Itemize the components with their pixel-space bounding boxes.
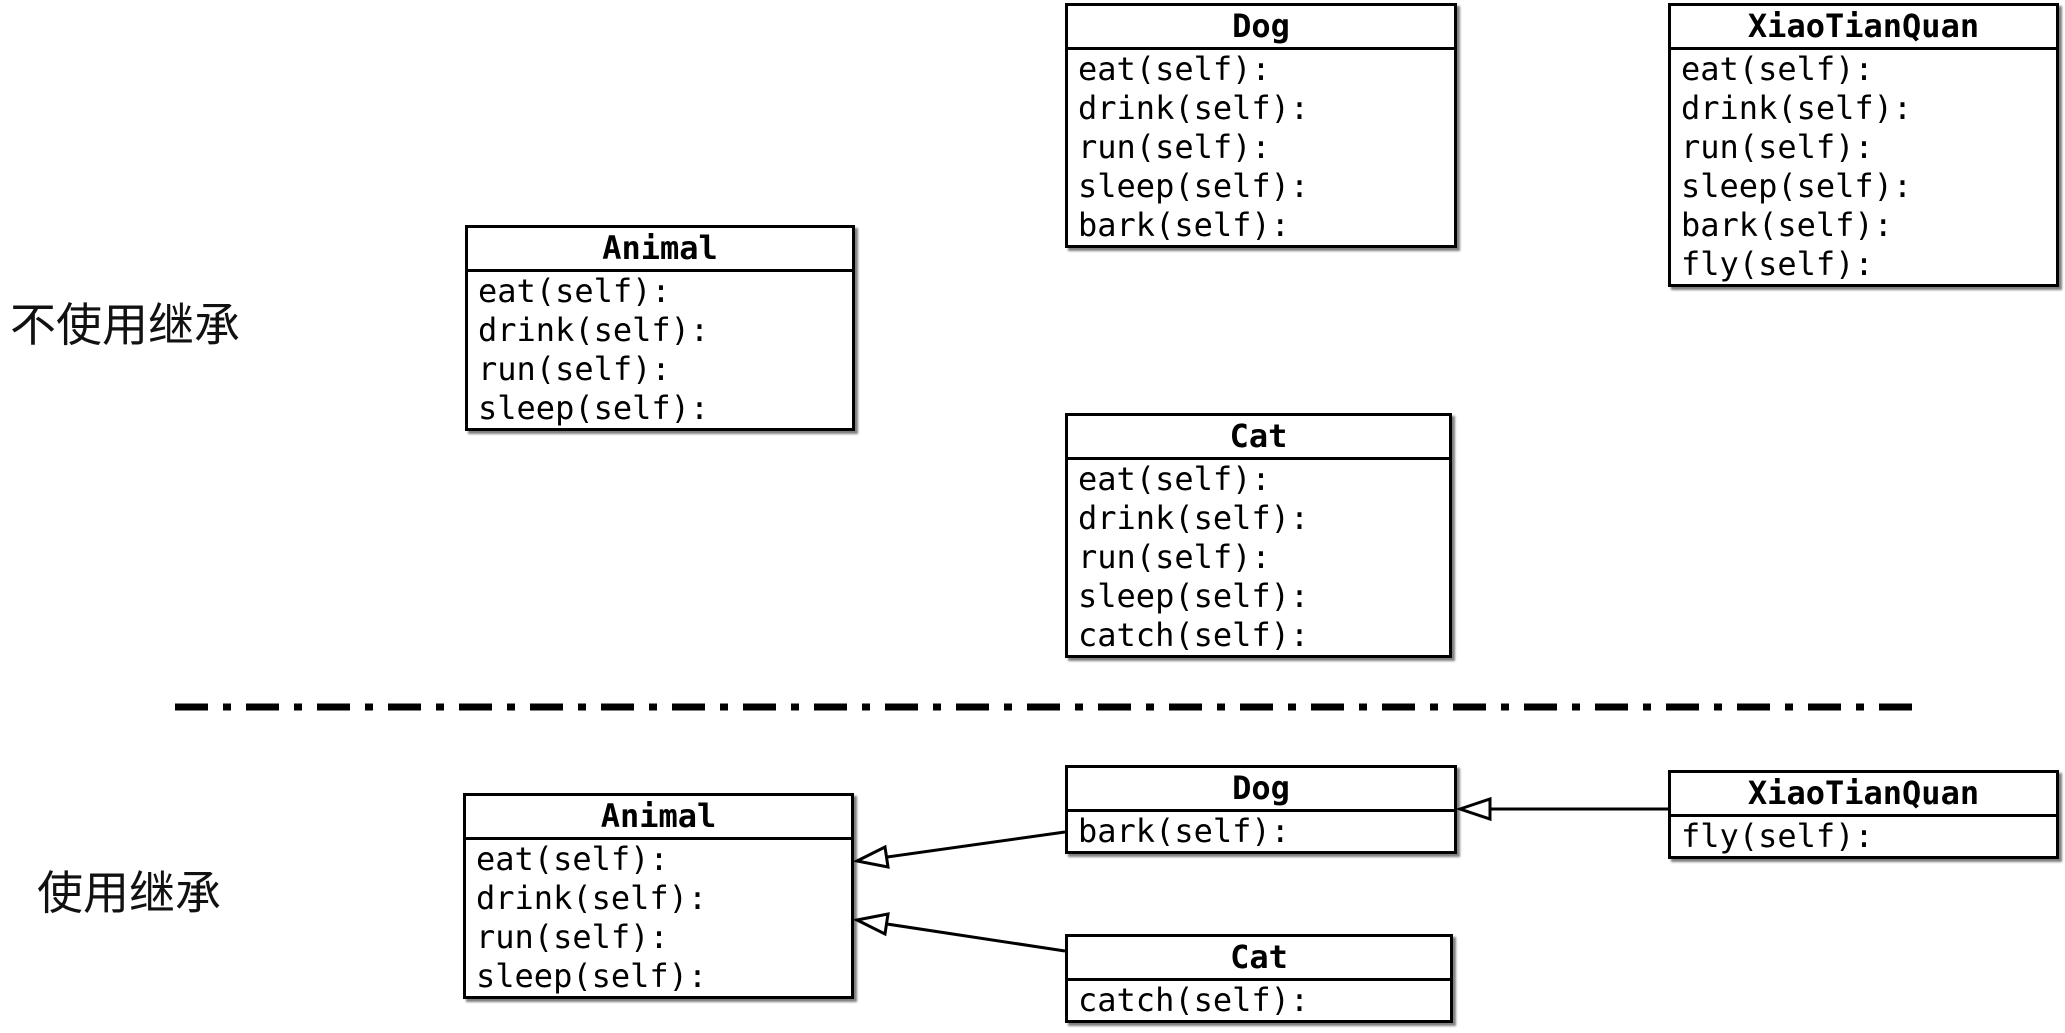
class-title: XiaoTianQuan (1671, 6, 2056, 50)
class-title: Cat (1068, 937, 1450, 981)
method-row: bark(self): (1078, 206, 1290, 244)
method-row: eat(self): (476, 840, 669, 878)
class-methods: eat(self): drink(self): run(self): sleep… (1068, 50, 1454, 245)
inheritance-arrowhead-xiaotianquan-to-dog (1455, 796, 1492, 822)
class-box-dog-no-inherit: Dog eat(self): drink(self): run(self): s… (1065, 3, 1457, 248)
class-methods: eat(self): drink(self): run(self): sleep… (1671, 50, 2056, 284)
method-row: drink(self): (476, 879, 708, 917)
class-title: Cat (1068, 416, 1449, 460)
class-methods: eat(self): drink(self): run(self): sleep… (1068, 460, 1449, 655)
arrow-line-dog-to-animal (886, 830, 1066, 859)
class-title: XiaoTianQuan (1671, 773, 2056, 817)
method-row: sleep(self): (478, 389, 710, 427)
class-methods: eat(self): drink(self): run(self): sleep… (468, 272, 852, 428)
method-row: bark(self): (1681, 206, 1893, 244)
method-row: run(self): (1681, 128, 1874, 166)
method-row: sleep(self): (1078, 577, 1310, 615)
class-methods: eat(self): drink(self): run(self): sleep… (466, 840, 851, 996)
method-row: drink(self): (1681, 89, 1913, 127)
class-title: Dog (1068, 6, 1454, 50)
method-row: eat(self): (1681, 50, 1874, 88)
method-row: bark(self): (1078, 812, 1290, 850)
inheritance-arrowhead-dog-to-animal (852, 844, 890, 869)
method-row: run(self): (476, 918, 669, 956)
class-methods: catch(self): (1068, 981, 1450, 1020)
class-box-dog-inherit: Dog bark(self): (1065, 765, 1457, 854)
class-box-animal-no-inherit: Animal eat(self): drink(self): run(self)… (465, 225, 855, 431)
method-row: run(self): (1078, 538, 1271, 576)
method-row: run(self): (478, 350, 671, 388)
method-row: sleep(self): (476, 957, 708, 995)
class-methods: bark(self): (1068, 812, 1454, 851)
section-label-inheritance: 使用继承 (37, 867, 221, 919)
class-box-animal-inherit: Animal eat(self): drink(self): run(self)… (463, 793, 854, 999)
class-box-cat-inherit: Cat catch(self): (1065, 934, 1453, 1023)
class-methods: fly(self): (1671, 817, 2056, 856)
method-row: eat(self): (1078, 50, 1271, 88)
class-box-xiaotianquan-inherit: XiaoTianQuan fly(self): (1668, 770, 2059, 859)
class-box-xiaotianquan-no-inherit: XiaoTianQuan eat(self): drink(self): run… (1668, 3, 2059, 287)
method-row: catch(self): (1078, 981, 1310, 1019)
arrow-line-cat-to-animal (886, 922, 1066, 953)
method-row: eat(self): (1078, 460, 1271, 498)
class-title: Animal (468, 228, 852, 272)
method-row: run(self): (1078, 128, 1271, 166)
method-row: drink(self): (1078, 499, 1310, 537)
method-row: drink(self): (478, 311, 710, 349)
method-row: eat(self): (478, 272, 671, 310)
section-label-no-inheritance: 不使用继承 (10, 299, 240, 351)
method-row: drink(self): (1078, 89, 1310, 127)
method-row: fly(self): (1681, 245, 1874, 283)
method-row: sleep(self): (1681, 167, 1913, 205)
method-row: sleep(self): (1078, 167, 1310, 205)
class-title: Animal (466, 796, 851, 840)
method-row: catch(self): (1078, 616, 1310, 654)
class-title: Dog (1068, 768, 1454, 812)
inheritance-arrowhead-cat-to-animal (852, 912, 890, 937)
method-row: fly(self): (1681, 817, 1874, 855)
class-box-cat-no-inherit: Cat eat(self): drink(self): run(self): s… (1065, 413, 1452, 658)
